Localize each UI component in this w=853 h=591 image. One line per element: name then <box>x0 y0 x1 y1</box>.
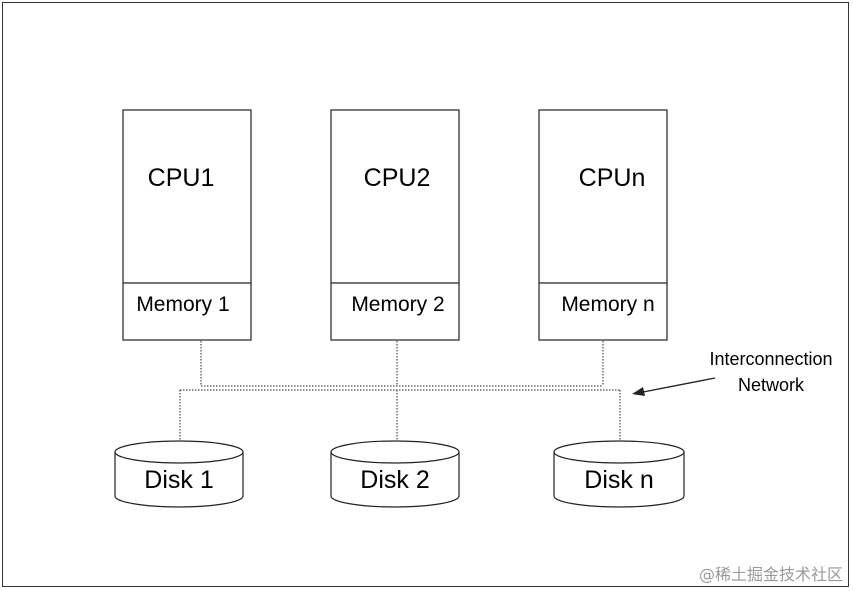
disk-n-label: Disk n <box>584 466 653 494</box>
node-n-box <box>538 109 668 341</box>
processor-node-n: CPUn Memory n <box>538 109 668 341</box>
disk-2: Disk 2 <box>330 440 460 508</box>
memory-n-label: Memory n <box>561 293 654 316</box>
disk-2-body <box>330 452 460 508</box>
processor-node-1: CPU1 Memory 1 <box>122 109 252 341</box>
network-pointer-arrow <box>632 377 716 396</box>
disk-2-top <box>330 440 460 464</box>
network-label-line2: Network <box>738 375 805 395</box>
disk-1-top <box>114 440 244 464</box>
disk-1-label: Disk 1 <box>144 466 213 494</box>
processor-node-2: CPU2 Memory 2 <box>330 109 460 341</box>
arrow-head <box>632 387 645 396</box>
disk-n: Disk n <box>553 440 685 508</box>
node-2-box <box>330 109 460 341</box>
cpu-2-label: CPU2 <box>364 164 431 192</box>
network-label-line1: Interconnection <box>709 349 832 369</box>
memory-1-label: Memory 1 <box>136 293 229 316</box>
disk-1-body <box>114 452 244 508</box>
interconnection-network-lines <box>179 341 621 440</box>
arrow-shaft <box>637 377 716 394</box>
node-1-box <box>122 109 252 341</box>
disk-n-top <box>553 440 685 464</box>
cpu-1-label: CPU1 <box>148 164 215 192</box>
disk-n-body <box>553 452 685 508</box>
cpu-n-label: CPUn <box>579 164 646 192</box>
memory-2-label: Memory 2 <box>351 293 444 316</box>
disk-1: Disk 1 <box>114 440 244 508</box>
disk-2-label: Disk 2 <box>360 466 429 494</box>
watermark-text: @稀土掘金技术社区 <box>699 565 843 584</box>
